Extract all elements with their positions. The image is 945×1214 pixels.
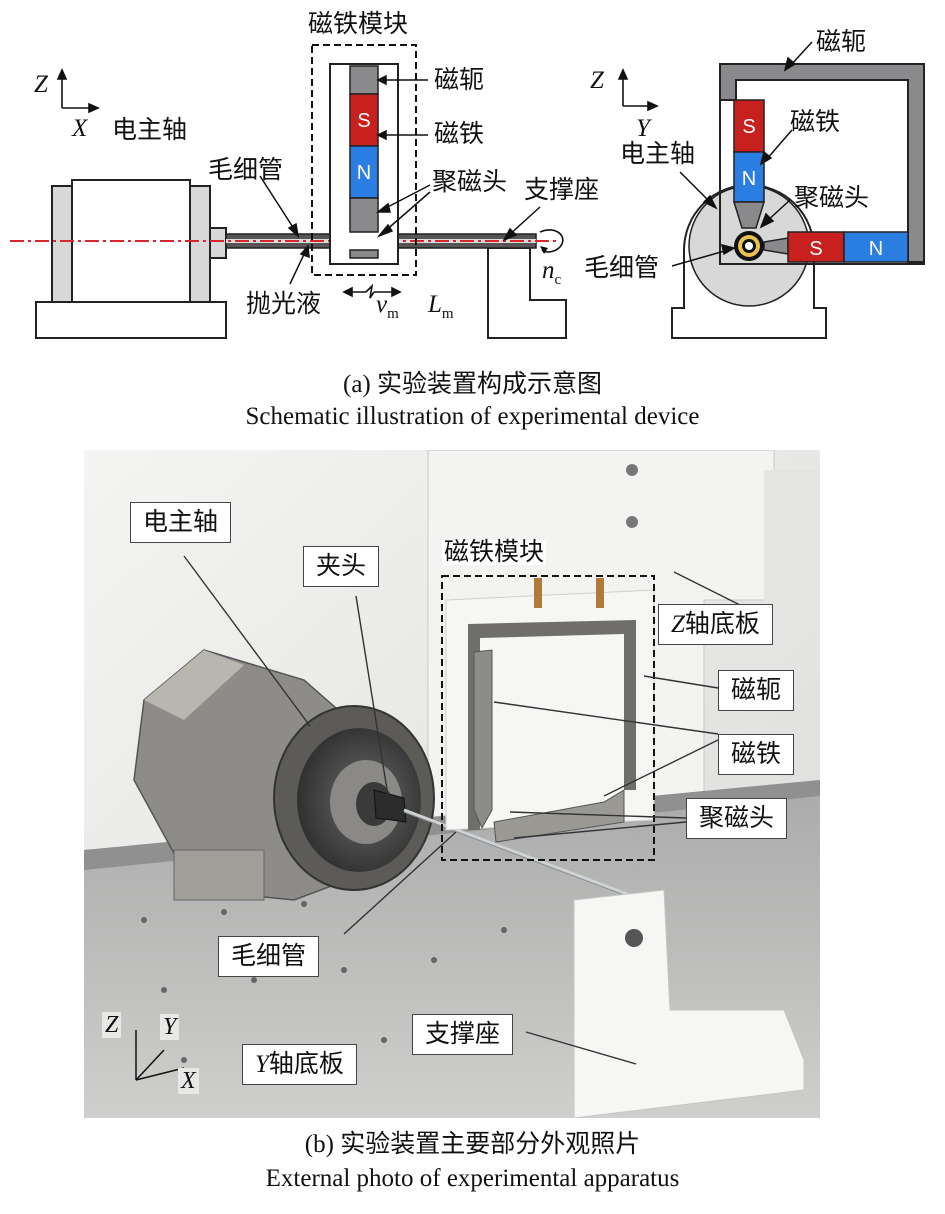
schematic-left: S N bbox=[10, 44, 567, 339]
magnet-photo bbox=[473, 649, 493, 830]
focus-head-photo bbox=[493, 789, 625, 843]
capillary-label-right: 毛细管 bbox=[584, 255, 660, 282]
magnet-module-box bbox=[311, 44, 417, 276]
pole-n-label-right: N bbox=[742, 168, 756, 190]
focus-head-label: 聚磁头 bbox=[432, 169, 508, 196]
caption-b-cn: (b) 实验装置主要部分外观照片 bbox=[304, 1131, 641, 1158]
feed-arrow bbox=[342, 283, 402, 299]
callout-capillary: 毛细管 bbox=[218, 936, 320, 977]
pole-n-label-right-h: N bbox=[869, 238, 883, 260]
focus-head-vertical bbox=[732, 201, 766, 229]
caption-b-en: External photo of experimental apparatus bbox=[265, 1165, 680, 1192]
support-seat-photo bbox=[573, 889, 805, 1118]
magnet-s bbox=[349, 93, 379, 147]
caption-a-en: Schematic illustration of experimental d… bbox=[245, 403, 700, 430]
spindle-nose bbox=[209, 227, 227, 259]
magnet-module-label: 磁铁模块 bbox=[308, 11, 409, 38]
callout-chuck: 夹头 bbox=[303, 546, 380, 587]
callout-magnet-module: 磁铁模块 bbox=[442, 539, 547, 566]
spindle-right-flange bbox=[189, 185, 211, 303]
callout-z-plate: Z轴底板 bbox=[658, 604, 773, 645]
focus-head-label-right: 聚磁头 bbox=[794, 185, 870, 212]
yoke-bottom bbox=[349, 249, 379, 259]
polishing-fluid-label: 抛光液 bbox=[246, 291, 322, 318]
pole-s-label-right: S bbox=[742, 116, 755, 138]
magnet-n-vertical bbox=[733, 151, 765, 203]
photo-axis-y: Y bbox=[160, 1014, 180, 1041]
nc-label: nc bbox=[542, 257, 562, 288]
caption-a-cn: (a) 实验装置构成示意图 bbox=[343, 371, 602, 398]
magnet-n-horizontal bbox=[843, 231, 909, 263]
callout-magnet: 磁铁 bbox=[718, 734, 795, 775]
callout-y-plate: Y轴底板 bbox=[242, 1044, 357, 1085]
photo-axis-x: X bbox=[178, 1068, 199, 1095]
spindle-label: 电主轴 bbox=[112, 117, 188, 144]
axis-x-label: X bbox=[72, 115, 88, 142]
axis-z-label: Z bbox=[34, 71, 48, 98]
vm-label: vm bbox=[376, 291, 399, 322]
lm-label: Lm bbox=[428, 291, 454, 322]
yoke-top bbox=[349, 65, 379, 95]
spindle-base bbox=[35, 301, 227, 339]
axis-indicator-zx bbox=[56, 68, 100, 114]
callout-spindle: 电主轴 bbox=[130, 502, 232, 543]
spindle-label-right: 电主轴 bbox=[620, 141, 696, 168]
magnet-label: 磁铁 bbox=[434, 121, 485, 148]
pole-n-label: N bbox=[357, 162, 371, 184]
yoke-label-right: 磁轭 bbox=[816, 29, 867, 56]
magnet-s-horizontal bbox=[787, 231, 845, 263]
callout-yoke: 磁轭 bbox=[718, 670, 795, 711]
pole-s-label: S bbox=[357, 110, 370, 132]
axis-indicator-zy bbox=[617, 68, 659, 112]
magnet-s-vertical bbox=[733, 99, 765, 153]
magnet-label-right: 磁铁 bbox=[790, 109, 841, 136]
focus-head-left bbox=[349, 197, 379, 233]
magnet-n bbox=[349, 145, 379, 199]
yoke-label: 磁轭 bbox=[434, 67, 485, 94]
pole-s-label-right-h: S bbox=[809, 238, 822, 260]
capillary-label: 毛细管 bbox=[208, 157, 284, 184]
rotation-arrow bbox=[539, 229, 564, 253]
axis-y-label-right: Y bbox=[636, 115, 650, 142]
axis-z-label-right: Z bbox=[590, 67, 604, 94]
callout-support: 支撑座 bbox=[412, 1014, 514, 1055]
callout-focus-head: 聚磁头 bbox=[686, 798, 788, 839]
spindle-left-flange bbox=[51, 185, 73, 303]
support-label: 支撑座 bbox=[524, 177, 600, 204]
photo-axis-z: Z bbox=[102, 1012, 122, 1039]
axis-indicator-photo bbox=[135, 1030, 185, 1081]
schematic-right: S N S N bbox=[617, 41, 925, 339]
chuck bbox=[373, 789, 407, 823]
magnet-module-dashed-box bbox=[441, 575, 655, 861]
